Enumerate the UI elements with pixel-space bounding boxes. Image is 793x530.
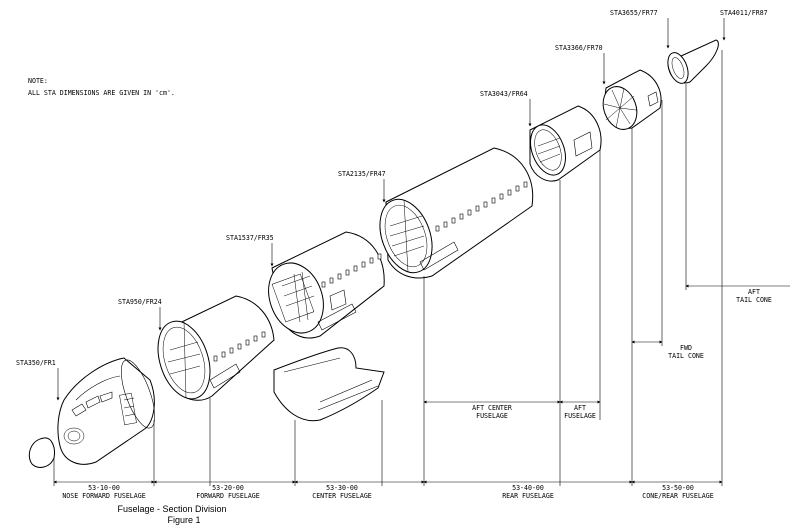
note-title: NOTE:: [28, 77, 48, 85]
station-fr87-label: STA4011/FR87: [720, 9, 768, 17]
fwd-tail-cone-label-1: FWD: [680, 344, 692, 352]
forward-fuselage-part: [157, 295, 275, 401]
station-fr64-label: STA3043/FR64: [480, 90, 528, 98]
radome-part: [28, 437, 55, 468]
figure-number: Figure 1: [167, 515, 200, 525]
section-2-name: FORWARD FUSELAGE: [196, 492, 260, 500]
aft-center-fuselage-label-1: AFT CENTER: [472, 404, 512, 412]
section-3-code: 53-30-00: [326, 484, 358, 492]
dimension-lines: [53, 50, 790, 486]
note-text: ALL STA DIMENSIONS ARE GIVEN IN 'cm'.: [28, 89, 175, 97]
fwd-tail-cone-label-2: TAIL CONE: [668, 352, 704, 360]
center-fuselage-part: [268, 231, 385, 339]
sub-section-labels: AFT CENTER FUSELAGE AFT FUSELAGE FWD TAI…: [472, 288, 772, 420]
aft-tail-cone-label-1: AFT: [748, 288, 760, 296]
belly-fairing-part: [273, 347, 385, 422]
station-fr24-label: STA950/FR24: [118, 298, 162, 306]
fwd-tail-cone-part: [602, 69, 662, 130]
section-3-name: CENTER FUSELAGE: [312, 492, 372, 500]
section-5-name: CONE/REAR FUSELAGE: [642, 492, 713, 500]
aft-fuselage-label-1: AFT: [574, 404, 586, 412]
aft-tail-cone-label-2: TAIL CONE: [736, 296, 772, 304]
station-fr47-label: STA2135/FR47: [338, 170, 386, 178]
aft-tail-cone-part: [667, 39, 719, 84]
station-fr1-label: STA350/FR1: [16, 359, 56, 367]
station-labels: STA350/FR1 STA950/FR24 STA1537/FR35 STA2…: [16, 9, 768, 401]
rear-fuselage-part: [379, 147, 534, 279]
section-1-code: 53-10-00: [88, 484, 120, 492]
section-labels: 53-10-00 NOSE FORWARD FUSELAGE 53-20-00 …: [62, 484, 713, 500]
aft-fuselage-label-2: FUSELAGE: [564, 412, 596, 420]
aft-fuselage-part: [529, 105, 602, 182]
station-fr35-label: STA1537/FR35: [226, 234, 274, 242]
section-5-code: 53-50-00: [662, 484, 694, 492]
section-1-name: NOSE FORWARD FUSELAGE: [62, 492, 145, 500]
figure-caption: Fuselage - Section Division: [117, 504, 226, 514]
section-4-name: REAR FUSELAGE: [502, 492, 554, 500]
section-4-code: 53-40-00: [512, 484, 544, 492]
nose-forward-fuselage-part: [57, 357, 155, 465]
station-fr77-label: STA3655/FR77: [610, 9, 658, 17]
section-2-code: 53-20-00: [212, 484, 244, 492]
aft-center-fuselage-label-2: FUSELAGE: [476, 412, 508, 420]
station-fr70-label: STA3366/FR70: [555, 44, 603, 52]
